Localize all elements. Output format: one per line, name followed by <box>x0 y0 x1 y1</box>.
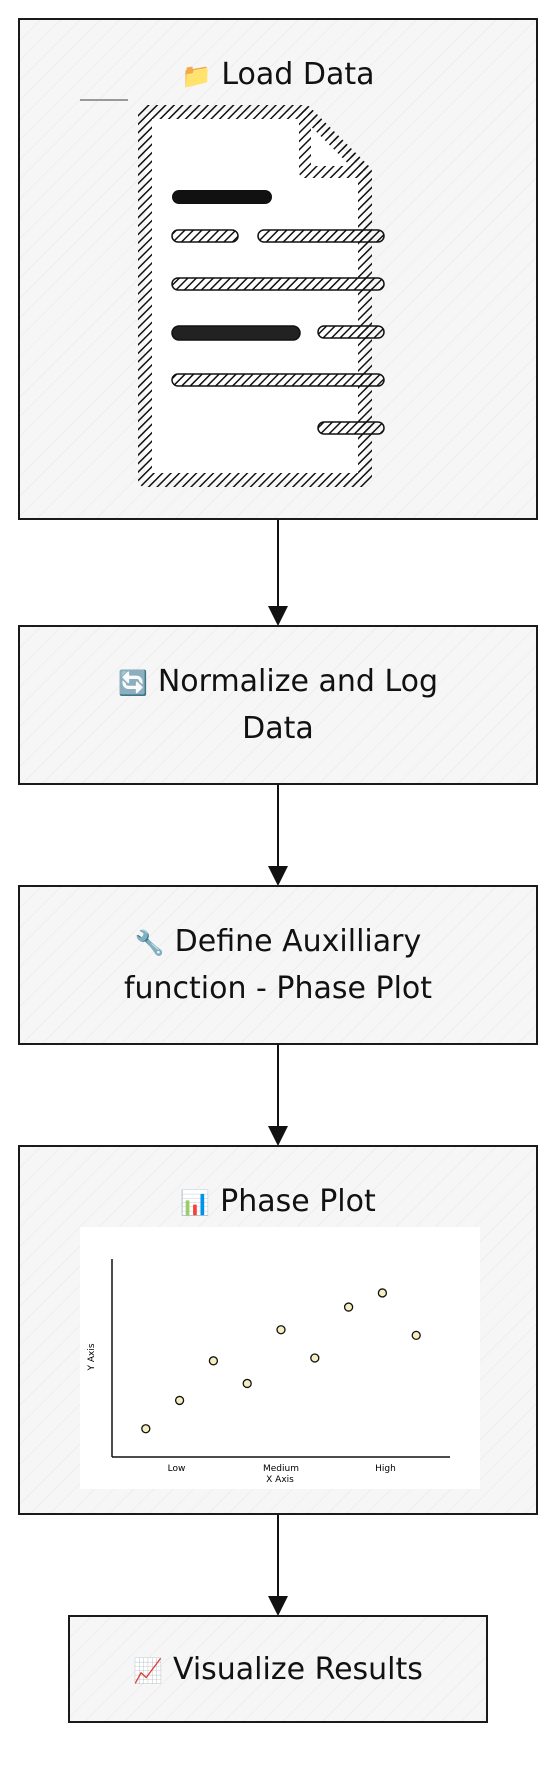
node-phase-plot-title: 📊 Phase Plot <box>20 1179 536 1226</box>
scatter-point <box>276 1325 286 1335</box>
scatter-point <box>208 1356 219 1366</box>
refresh-icon: 🔄 <box>117 669 148 697</box>
phase-plot-chart: Y Axis X Axis Low Medium High <box>80 1227 480 1489</box>
node-aux-function-label: Define Auxilliary function - Phase Plot <box>123 924 433 1006</box>
x-tick-label: Low <box>168 1464 186 1474</box>
node-aux-function-title: 🔧Define Auxilliary function - Phase Plot <box>98 919 458 1012</box>
node-load-data: 📁 Load Data <box>18 18 538 520</box>
bar-chart-icon: 📊 <box>180 1189 211 1217</box>
scatter-point <box>411 1330 421 1341</box>
wrench-icon: 🔧 <box>134 929 165 957</box>
node-aux-function: 🔧Define Auxilliary function - Phase Plot <box>18 885 538 1045</box>
scatter-point <box>141 1424 151 1434</box>
scatter-point <box>310 1353 320 1363</box>
node-load-data-title: 📁 Load Data <box>20 52 536 99</box>
node-normalize: 🔄 Normalize and Log Data <box>18 625 538 785</box>
folder-icon: 📁 <box>181 62 212 90</box>
node-load-data-label: Load Data <box>221 57 375 92</box>
node-normalize-title: 🔄 Normalize and Log Data <box>98 659 458 752</box>
node-visualize-label: Visualize Results <box>172 1652 423 1687</box>
document-icon <box>80 99 385 487</box>
y-axis-label: Y Axis <box>87 1343 97 1371</box>
node-visualize: 📈 Visualize Results <box>68 1615 488 1723</box>
scatter-point <box>174 1395 185 1406</box>
x-tick-label: Medium <box>263 1464 299 1474</box>
scatter-point <box>242 1378 252 1389</box>
x-tick-label: High <box>375 1464 396 1474</box>
node-visualize-title: 📈 Visualize Results <box>70 1647 486 1694</box>
scatter-point <box>377 1288 388 1298</box>
node-phase-plot-label: Phase Plot <box>220 1184 376 1219</box>
node-normalize-label: Normalize and Log Data <box>157 664 439 746</box>
line-chart-icon: 📈 <box>133 1657 163 1685</box>
x-axis-label: X Axis <box>266 1475 294 1485</box>
scatter-point <box>343 1302 354 1312</box>
node-phase-plot: 📊 Phase Plot Y Axis X Axis Low Medium High <box>18 1145 538 1515</box>
